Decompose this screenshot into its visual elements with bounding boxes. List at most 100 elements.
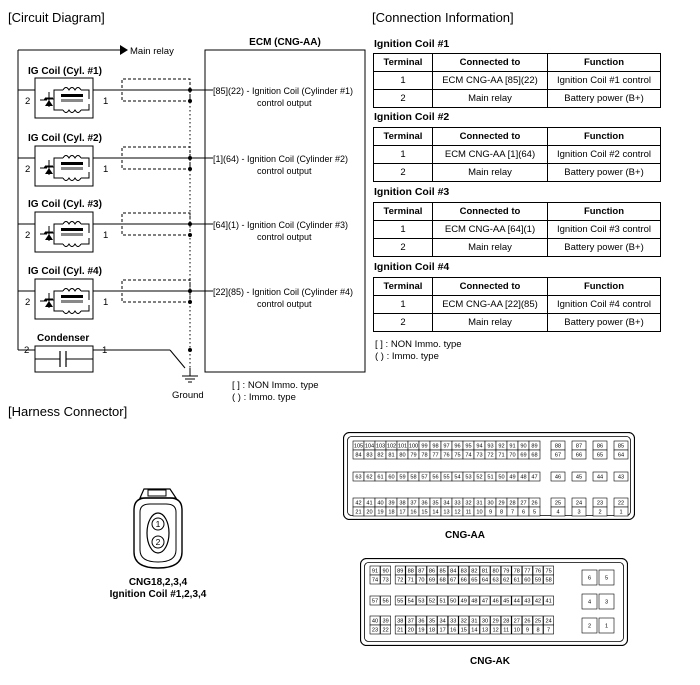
cng-ak-pin-cell bbox=[369, 624, 381, 635]
cng-aa-pin-number: 92 bbox=[498, 444, 504, 450]
cng-aa-pin-cell bbox=[528, 506, 541, 517]
cng-aa-pin-number: 36 bbox=[421, 501, 427, 507]
cng-ak-pin-number: 70 bbox=[418, 578, 424, 584]
cng-aa-pin-number: 83 bbox=[366, 453, 372, 459]
cng-ak-pin-number: 13 bbox=[482, 628, 488, 634]
cng-ak-pin-cell bbox=[490, 595, 501, 606]
cng-aa-pin-number: 20 bbox=[366, 510, 372, 516]
ecm-label: ECM (CNG-AA) bbox=[249, 37, 321, 48]
cng-ak-pin-number: 89 bbox=[397, 569, 403, 575]
cng-aa-pin-number: 95 bbox=[465, 444, 471, 450]
cng-aa-pin-number: 22 bbox=[618, 501, 624, 507]
cng-aa-pin-cell bbox=[550, 449, 566, 460]
cng-ak-pin-number: 17 bbox=[439, 628, 445, 634]
circuit-diagram-title: [Circuit Diagram] bbox=[8, 10, 105, 25]
cng-ak-pin-number: 23 bbox=[372, 628, 378, 634]
cng-ak-pin-number: 11 bbox=[503, 628, 509, 634]
cng-aa-pin-number: 29 bbox=[498, 501, 504, 507]
cng-ak-pin-number: 56 bbox=[382, 599, 388, 605]
cng-aa-pin-number: 55 bbox=[443, 475, 449, 481]
cng-aa-pin-cell bbox=[571, 471, 587, 482]
cng-aa-pin-number: 49 bbox=[509, 475, 515, 481]
cng-aa-pin-number: 91 bbox=[509, 444, 515, 450]
cng-ak-pin-cell bbox=[458, 595, 470, 606]
header-terminal: Terminal bbox=[373, 202, 433, 221]
cng-ak-pin-cell bbox=[437, 624, 448, 635]
cng-aa-pin-number: 59 bbox=[399, 475, 405, 481]
cng-ak-pin-number: 36 bbox=[418, 619, 424, 625]
cng-ak-pin-cell bbox=[394, 624, 406, 635]
cng-aa-pin-number: 81 bbox=[388, 453, 394, 459]
cng-aa-pin-number: 57 bbox=[421, 475, 427, 481]
svg-text:1: 1 bbox=[156, 519, 161, 529]
cng-aa-pin-number: 82 bbox=[377, 453, 383, 459]
cng-ak-pin-number: 27 bbox=[514, 619, 520, 625]
cng-aa-pin-number: 102 bbox=[387, 444, 396, 450]
cng-ak-pin-number: 25 bbox=[535, 619, 541, 625]
cng-ak-pin-number: 50 bbox=[450, 599, 456, 605]
cng-ak-pin-cell bbox=[543, 624, 554, 635]
cng-ak-pin-number: 74 bbox=[372, 578, 378, 584]
cng-aa-pin-number: 76 bbox=[443, 453, 449, 459]
cng-ak-pin-number: 12 bbox=[492, 628, 498, 634]
cng-ak-pin-number: 49 bbox=[461, 599, 467, 605]
cng-aa-pin-number: 11 bbox=[466, 510, 472, 516]
harness-connector-title: [Harness Connector] bbox=[8, 404, 128, 419]
cng-aa-pin-cell bbox=[592, 471, 608, 482]
cng-aa-pin-number: 2 bbox=[598, 510, 601, 516]
cng-aa-pin-number: 37 bbox=[410, 501, 416, 507]
cng-aa-pin-number: 60 bbox=[388, 475, 394, 481]
cng-ak-pin-number: 7 bbox=[547, 628, 550, 634]
cng-ak-pin-number: 34 bbox=[439, 619, 445, 625]
ig-coil-1: IG Coil (Cyl. #1) 2 1 [85](22) - Ignitio… bbox=[18, 66, 353, 119]
cng-ak-pin-cell bbox=[405, 595, 417, 606]
svg-text:1: 1 bbox=[103, 230, 108, 241]
cng-ak-pin-number: 81 bbox=[482, 569, 488, 575]
cng-aa-pin-number: 61 bbox=[377, 475, 383, 481]
cng-ak-pin-number: 38 bbox=[397, 619, 403, 625]
cng-ak-pin-number: 48 bbox=[471, 599, 477, 605]
cng-aa-pin-number: 31 bbox=[476, 501, 482, 507]
circuit-diagram: Main relay ECM (CNG-AA) IG Coil (Cyl. #1… bbox=[17, 37, 366, 403]
ig-coil-3-title: IG Coil (Cyl. #3) bbox=[28, 199, 102, 210]
cng-aa-pin-number: 75 bbox=[454, 453, 460, 459]
header-function: Function bbox=[547, 127, 661, 146]
cng-ak-pin-cell bbox=[479, 574, 491, 585]
cng-ak-pin-number: 33 bbox=[450, 619, 456, 625]
cng-ak-pin-number: 77 bbox=[524, 569, 530, 575]
cng-ak-pin-number: 43 bbox=[524, 599, 530, 605]
cng-ak-pin-number: 40 bbox=[372, 619, 378, 625]
cng-ak-pin-number: 30 bbox=[482, 619, 488, 625]
cng-aa-pin-number: 16 bbox=[410, 510, 416, 516]
ecm-pin-coil-3: [64](1) - Ignition Coil (Cylinder #3) bbox=[213, 220, 348, 230]
cng-aa-pin-number: 62 bbox=[366, 475, 372, 481]
cng-ak-pin-number: 42 bbox=[535, 599, 541, 605]
cng-ak-pin-number: 51 bbox=[439, 599, 445, 605]
table-row: 2 Main relay Battery power (B+) bbox=[373, 238, 661, 257]
cng-aa-pin-number: 1 bbox=[619, 510, 622, 516]
cng-ak-pin-cell bbox=[522, 624, 533, 635]
cng-aa-pin-number: 18 bbox=[388, 510, 394, 516]
cng-aa-pin-number: 73 bbox=[476, 453, 482, 459]
cng-ak-pin-number: 41 bbox=[545, 599, 551, 605]
cng-aa-pin-number: 7 bbox=[511, 510, 514, 516]
pin-2 bbox=[151, 535, 165, 549]
cng-ak-pin-cell bbox=[543, 574, 554, 585]
header-function: Function bbox=[547, 277, 661, 296]
cng-aa-pin-number: 87 bbox=[576, 444, 582, 450]
cng-ak-pin-number: 24 bbox=[545, 619, 551, 625]
cng-ak-pin-cell bbox=[380, 574, 391, 585]
cng-aa-pin-number: 51 bbox=[487, 475, 493, 481]
cng-aa-pin-number: 13 bbox=[443, 510, 449, 516]
cng-ak-pin-number: 82 bbox=[471, 569, 477, 575]
cng-ak-pin-cell bbox=[581, 569, 598, 586]
cng-ak-pin-number: 44 bbox=[514, 599, 520, 605]
cng-ak-pin-cell bbox=[394, 574, 406, 585]
cng-ak-pin-number: 68 bbox=[439, 578, 445, 584]
cng-aa-pin-number: 21 bbox=[355, 510, 361, 516]
cng-aa-pin-number: 40 bbox=[377, 501, 383, 507]
cng-ak-pin-cell bbox=[581, 593, 598, 610]
cng-aa-pin-number: 80 bbox=[399, 453, 405, 459]
cng-ak-pin-cell bbox=[511, 595, 523, 606]
svg-text:control output: control output bbox=[257, 98, 312, 108]
